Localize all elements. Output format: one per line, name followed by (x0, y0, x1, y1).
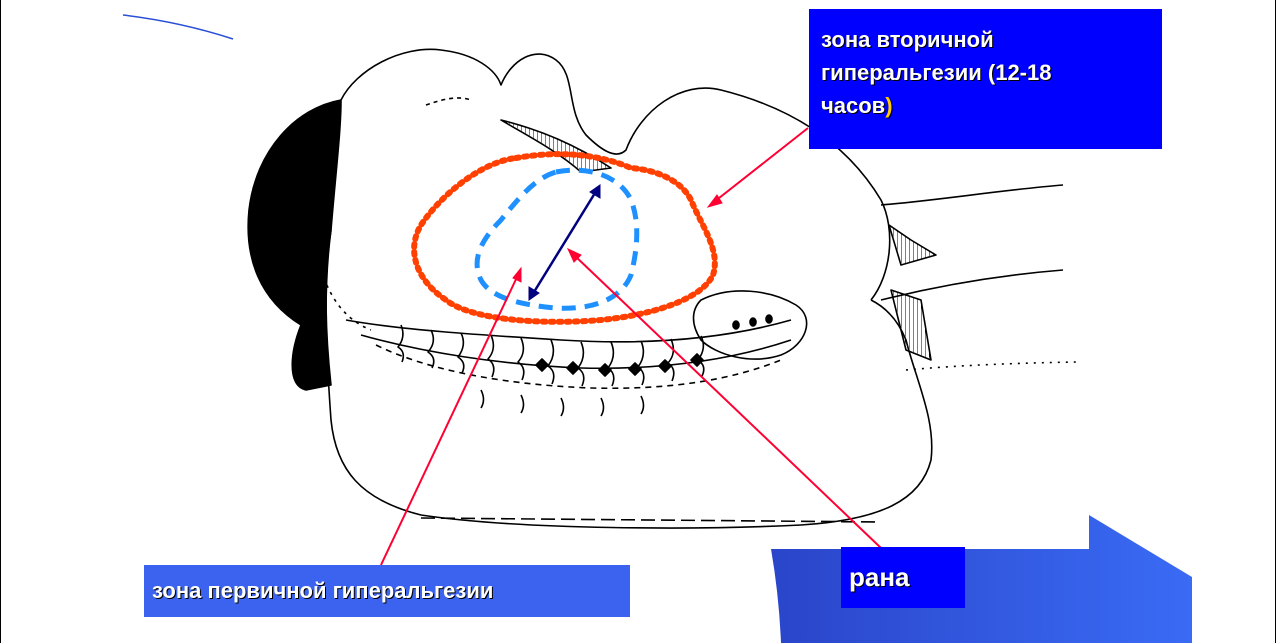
shoulder (341, 49, 890, 300)
secondary-zone-label: зона вторичной гипеpальгезии (12-18 часо… (809, 9, 1162, 149)
arrow-shape (771, 515, 1192, 643)
vertebra-marks (536, 354, 703, 376)
wound-label: рана (841, 547, 965, 608)
primary-zone-label: зона первичной гипеpальгезии (144, 565, 630, 617)
measure-arrow (529, 185, 600, 300)
decorative-line (123, 15, 233, 39)
pointer-arrows (381, 128, 881, 565)
primary-zone-outline (477, 170, 637, 308)
secondary-zone-outline (414, 154, 715, 322)
secondary-zone-paren: ) (885, 93, 892, 118)
secondary-zone-text: зона вторичной гипеpальгезии (12-18 часо… (821, 27, 1051, 118)
